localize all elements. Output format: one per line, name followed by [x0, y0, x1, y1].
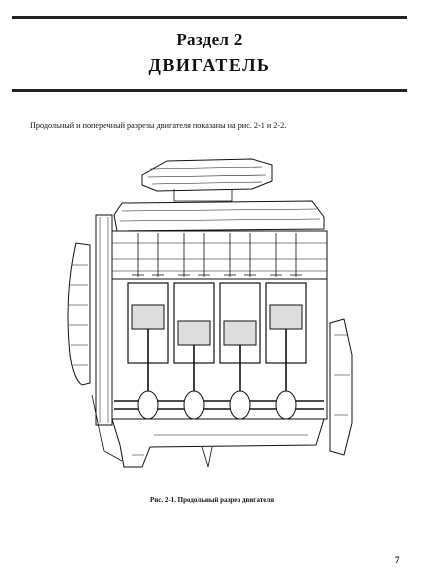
section-label: Раздел 2	[176, 30, 243, 49]
cylinder-head	[111, 230, 328, 280]
cylinders	[127, 282, 307, 364]
timing-cover	[95, 214, 113, 426]
section-header: Раздел 2 ДВИГАТЕЛЬ	[12, 16, 407, 92]
valve-cover	[113, 200, 325, 232]
air-filter-housing	[141, 158, 273, 192]
flywheel	[329, 318, 353, 456]
oil-pan	[111, 418, 325, 468]
engine-cutaway-drawing	[67, 158, 353, 468]
cooling-fan	[67, 242, 91, 386]
section-title: ДВИГАТЕЛЬ	[148, 55, 271, 75]
intro-paragraph: Продольный и поперечный разрезы двигател…	[30, 121, 287, 130]
page-number: 7	[395, 555, 400, 565]
figure-caption: Рис. 2-1. Продольный разрез двигателя	[149, 496, 275, 504]
